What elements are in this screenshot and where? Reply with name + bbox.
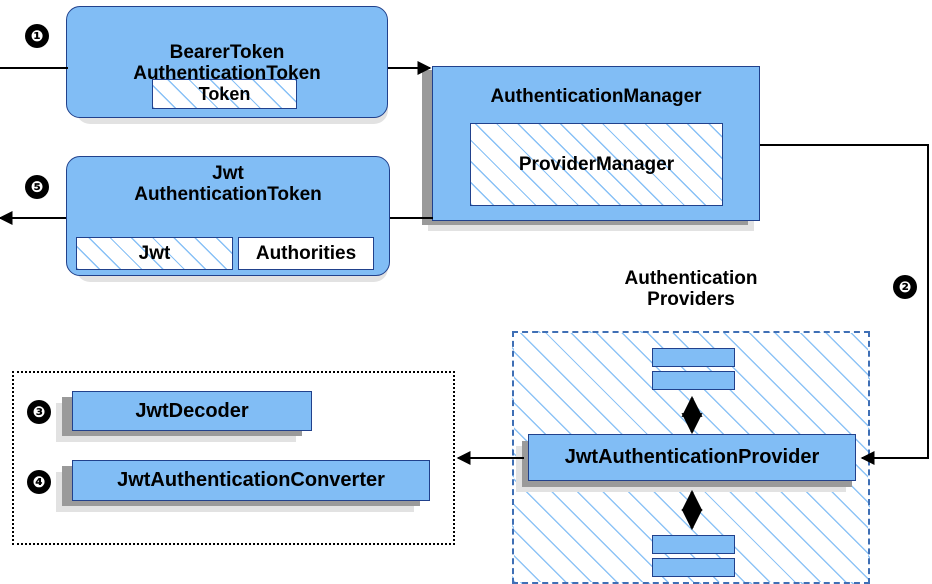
authentication-providers-label-line1: Authentication [624,268,758,289]
step-marker-5-label: ❺ [30,177,44,196]
provider-bar-bottom-2 [652,558,735,577]
provider-bar-top-2 [652,371,735,390]
step-marker-1: ❶ [25,24,49,48]
step-marker-4: ❹ [27,470,51,494]
step-marker-2: ❷ [893,275,917,299]
jwt-token-title-line1: Jwt [212,163,244,184]
step-marker-2-label: ❷ [898,277,912,296]
jwt-token-jwt-field[interactable]: Jwt [76,237,233,270]
step-marker-4-label: ❹ [32,472,46,491]
provider-bar-top-1 [652,348,735,367]
bearer-token-title: BearerToken AuthenticationToken [133,43,321,84]
jwt-token-title-line2: AuthenticationToken [134,183,322,205]
jwt-converter-title: JwtAuthenticationConverter [117,469,385,491]
provider-manager-field[interactable]: ProviderManager [470,123,723,206]
jwt-provider-title: JwtAuthenticationProvider [564,446,820,468]
provider-bar-bottom-1 [652,535,735,554]
jwt-support-region [12,371,455,545]
bearer-token-title-line2: AuthenticationToken [133,63,321,84]
jwt-token-authorities-field[interactable]: Authorities [238,237,374,270]
jwt-authentication-converter-node[interactable]: JwtAuthenticationConverter [72,460,430,501]
step-marker-3: ❸ [27,400,51,424]
authentication-manager-title: AuthenticationManager [490,86,702,107]
jwt-decoder-title: JwtDecoder [135,399,249,422]
jwt-authentication-provider-node[interactable]: JwtAuthenticationProvider [528,434,856,481]
jwt-token-title: Jwt AuthenticationToken [134,163,322,205]
authentication-providers-label-line2: Providers [647,289,735,311]
jwt-token-authorities-label: Authorities [255,242,357,264]
step-marker-1-label: ❶ [30,26,44,45]
step-marker-3-label: ❸ [32,402,46,421]
bearer-token-token-label: Token [198,83,251,104]
jwt-token-jwt-label: Jwt [138,242,171,264]
authentication-providers-label: Authentication Providers [560,268,822,311]
step-marker-5: ❺ [25,175,49,199]
provider-manager-label: ProviderManager [518,153,675,175]
bearer-token-title-line1: BearerToken [169,42,285,64]
jwt-decoder-node[interactable]: JwtDecoder [72,391,312,431]
bearer-token-token-field[interactable]: Token [152,79,297,109]
